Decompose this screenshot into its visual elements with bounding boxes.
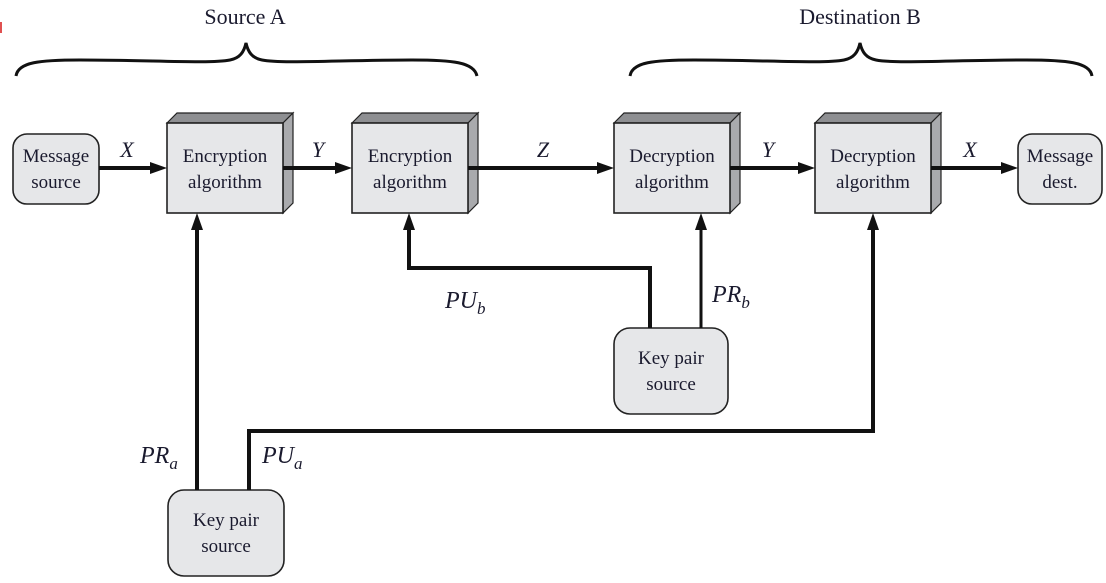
node-label-line2: dest. — [1042, 172, 1077, 193]
key-label-pu-b: PUb — [444, 288, 486, 318]
key-label-pu-a: PUa — [261, 443, 303, 473]
key-subscript: a — [169, 454, 178, 473]
edge-pu-b — [403, 213, 652, 328]
brace-destination — [628, 42, 1094, 77]
edge-label-z: Z — [537, 137, 550, 162]
edge-x-plaintext-in — [99, 162, 167, 174]
edge-x-plaintext-out — [931, 162, 1018, 174]
edge-pr-a — [191, 213, 203, 490]
edge-y-1 — [283, 162, 352, 174]
key-base: PU — [261, 443, 296, 469]
group-label-source: Source A — [204, 4, 285, 29]
group-label-destination: Destination B — [799, 4, 921, 29]
key-base: PR — [139, 443, 170, 469]
node-label-line1: Decryption — [629, 146, 715, 167]
edge-label-x-2: X — [962, 137, 978, 162]
node-label-line1: Encryption — [183, 146, 268, 167]
node-label-line1: Message — [23, 146, 89, 167]
node-label-line2: algorithm — [188, 172, 262, 193]
node-encryption-algorithm-1: Encryption algorithm — [165, 111, 295, 215]
edge-z-ciphertext — [468, 162, 614, 174]
edge-y-2 — [730, 162, 815, 174]
node-label-line1: Key pair — [193, 510, 260, 531]
node-label-line2: source — [646, 374, 696, 395]
node-message-source: Message source — [12, 133, 100, 205]
node-label-line2: algorithm — [635, 172, 709, 193]
node-decryption-algorithm-1: Decryption algorithm — [612, 111, 742, 215]
node-key-pair-source-b: Key pair source — [613, 327, 729, 415]
node-message-dest: Message dest. — [1017, 133, 1103, 205]
node-label-line1: Decryption — [830, 146, 916, 167]
edge-mark — [0, 22, 2, 33]
brace-source — [14, 42, 479, 77]
node-label-line1: Key pair — [638, 348, 705, 369]
key-base: PR — [711, 282, 742, 308]
key-label-pr-b: PRb — [711, 282, 750, 312]
edge-pu-a — [247, 213, 879, 490]
key-subscript: b — [741, 293, 750, 312]
edge-label-x-1: X — [119, 137, 135, 162]
edge-pr-b — [695, 213, 707, 328]
node-label-line2: algorithm — [373, 172, 447, 193]
node-label-line1: Message — [1027, 146, 1093, 167]
node-decryption-algorithm-2: Decryption algorithm — [813, 111, 943, 215]
node-key-pair-source-a: Key pair source — [167, 489, 285, 577]
key-label-pr-a: PRa — [139, 443, 178, 473]
key-subscript: a — [294, 454, 303, 473]
key-subscript: b — [477, 299, 486, 318]
node-encryption-algorithm-2: Encryption algorithm — [350, 111, 480, 215]
edge-label-y-2: Y — [762, 137, 777, 162]
edge-label-y-1: Y — [312, 137, 327, 162]
node-label-line2: source — [201, 536, 251, 557]
node-label-line2: algorithm — [836, 172, 910, 193]
key-base: PU — [444, 288, 479, 314]
node-label-line1: Encryption — [368, 146, 453, 167]
node-label-line2: source — [31, 172, 81, 193]
